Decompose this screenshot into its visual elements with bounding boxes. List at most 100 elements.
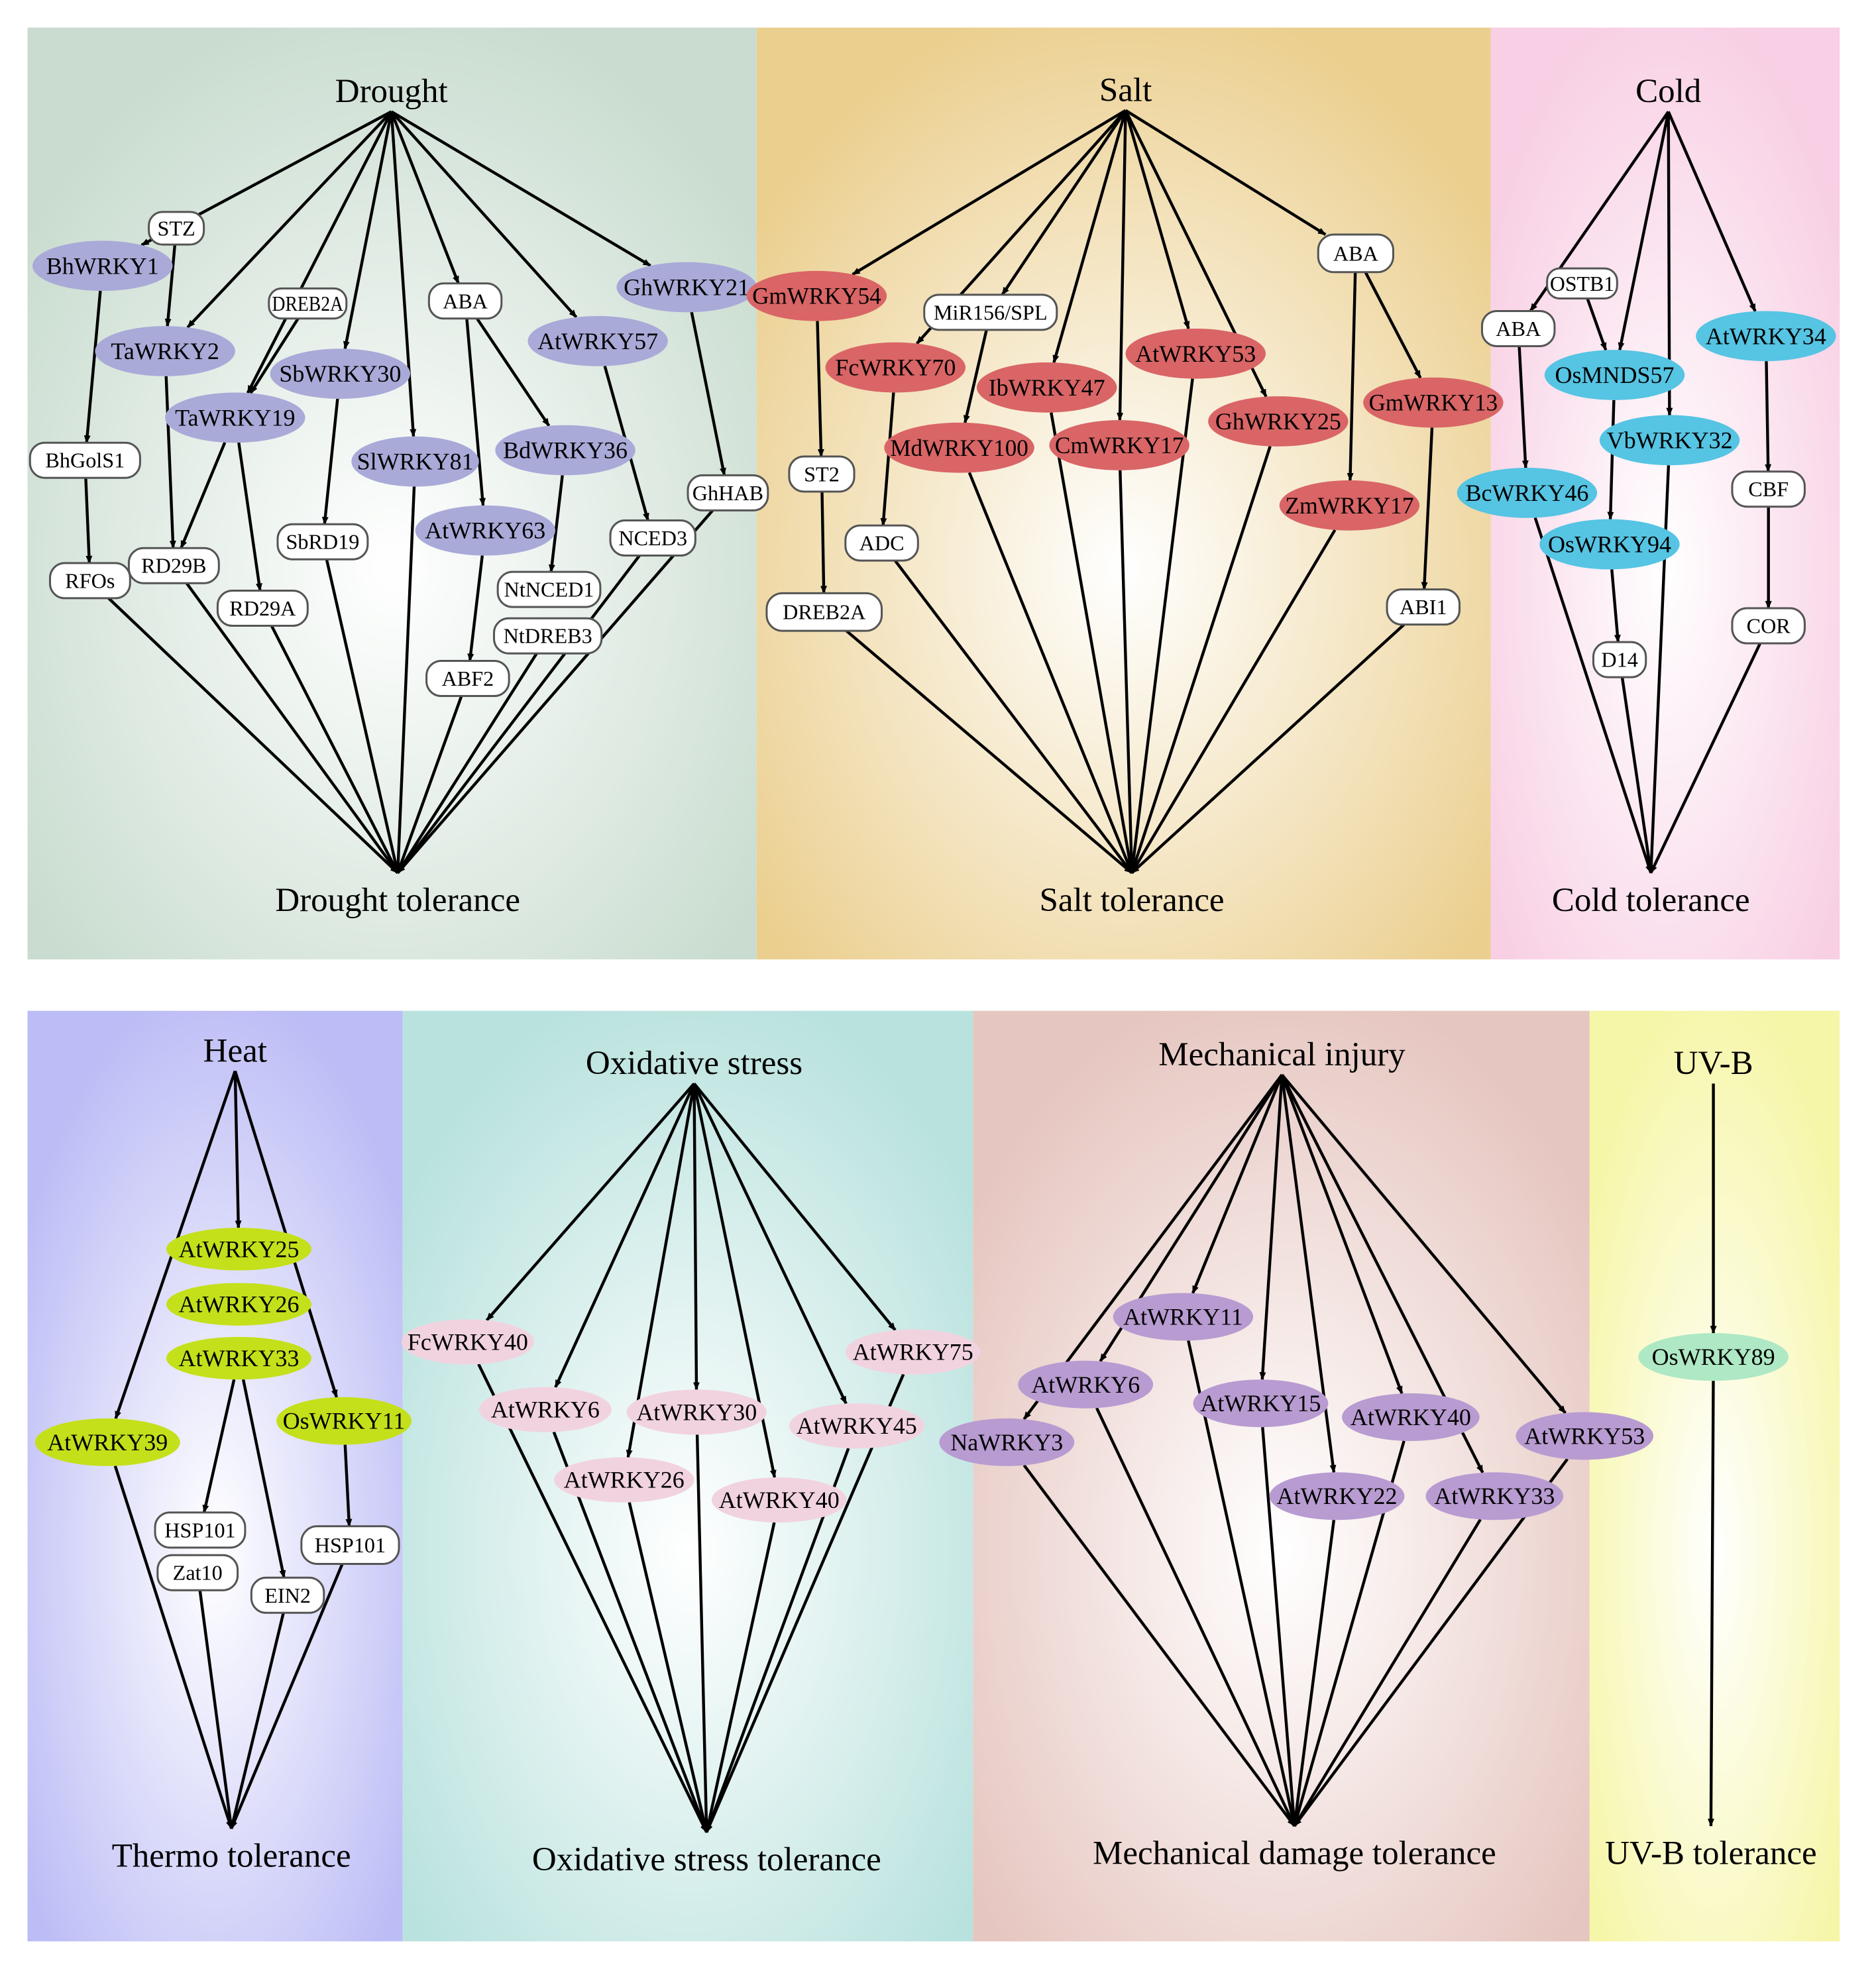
arrow-edge [180, 441, 227, 549]
gene-box [788, 455, 855, 493]
node-label: DREB2A [272, 292, 343, 315]
gene-box [765, 592, 883, 632]
node-rfos: RFOs [48, 562, 131, 600]
arrow-edge [1618, 111, 1670, 351]
node-atwrky57: AtWRKY57 [527, 316, 668, 366]
stress-label-uvb: UV-B [1674, 1045, 1753, 1082]
node-atwrky22: AtWRKY22 [1269, 1472, 1405, 1521]
node-tawrky19: TaWRKY19 [165, 392, 305, 443]
node-mdwrky100: MdWRKY100 [884, 422, 1034, 473]
node-ibwrky47: IbWRKY47 [977, 362, 1117, 413]
arrow-edge [548, 475, 564, 573]
gene-ellipse [616, 262, 757, 313]
node-hsp101-a: HSP101 [154, 1511, 247, 1549]
gene-ellipse [478, 1387, 612, 1432]
arrow-edge [893, 559, 1133, 874]
node-nced3: NCED3 [609, 519, 696, 557]
arrow-edge [396, 509, 714, 874]
node-bhwrky1: BhWRKY1 [32, 241, 173, 292]
gene-box [1731, 470, 1806, 508]
gene-ellipse [401, 1319, 534, 1365]
node-atwrky26-h: AtWRKY26 [166, 1283, 311, 1326]
gene-ellipse [1342, 1393, 1480, 1441]
gene-ellipse [32, 241, 173, 292]
gene-ellipse [34, 1418, 180, 1466]
node-label: ABA [1333, 241, 1379, 265]
node-label: BhGolS1 [45, 449, 125, 472]
arrow-edge [343, 1444, 353, 1527]
arrow-edge [396, 695, 463, 874]
arrow-edge [1765, 361, 1772, 472]
node-label: AtWRKY6 [1031, 1371, 1140, 1398]
arrow-edge [467, 555, 484, 662]
arrow-edge [1125, 109, 1327, 236]
node-atwrky11: AtWRKY11 [1113, 1293, 1254, 1341]
gene-ellipse [1208, 396, 1349, 447]
node-label: SbRD19 [286, 530, 359, 554]
gene-box [923, 294, 1058, 331]
arrow-edge [1001, 109, 1127, 296]
gene-box [154, 1511, 247, 1549]
tolerance-label-mechanical: Mechanical damage tolerance [1093, 1835, 1496, 1872]
gene-ellipse [711, 1477, 847, 1523]
gene-ellipse [1457, 468, 1598, 518]
gene-box [844, 524, 919, 562]
gene-ellipse [1638, 1333, 1789, 1381]
arrow-edge [1620, 676, 1653, 874]
node-atwrky15: AtWRKY15 [1193, 1379, 1329, 1428]
gene-box [300, 1525, 400, 1565]
node-label: AtWRKY45 [797, 1413, 917, 1439]
arrow-edge [390, 111, 578, 319]
node-label: AtWRKY40 [1351, 1404, 1471, 1430]
node-oswrky94: OsWRKY94 [1539, 519, 1680, 570]
arrow-edge [1022, 1464, 1296, 1827]
node-label: OsWRKY94 [1548, 531, 1671, 558]
arrow-edges [83, 109, 1772, 1833]
arrow-edge [692, 1083, 700, 1391]
node-label: MiR156/SPL [934, 300, 1048, 324]
arrow-edge [552, 1431, 708, 1833]
gene-ellipse [1425, 1472, 1564, 1521]
panel-heat-background [27, 1010, 403, 1942]
gene-ellipse [495, 425, 635, 476]
gene-ellipse [746, 270, 887, 321]
gene-box [1480, 309, 1556, 347]
gene-ellipse [166, 1336, 311, 1380]
gene-box [216, 590, 309, 627]
arrow-edge [390, 111, 460, 284]
node-label: BdWRKY36 [503, 437, 628, 464]
node-gmwrky13: GmWRKY13 [1363, 377, 1504, 428]
gene-ellipse [1279, 480, 1420, 531]
node-slwrky81: SlWRKY81 [351, 436, 479, 487]
arrow-edge [1095, 1407, 1296, 1827]
node-nawrky3: NaWRKY3 [939, 1418, 1075, 1466]
gene-box [28, 441, 141, 479]
node-dreb2a-s: DREB2A [765, 592, 883, 632]
gene-ellipse [1269, 1472, 1405, 1521]
arrow-edge [1707, 1381, 1715, 1827]
gene-ellipse [977, 362, 1117, 413]
arrow-edge [186, 110, 393, 329]
arrow-edge [628, 1502, 708, 1833]
node-sbrd19: SbRD19 [276, 523, 369, 561]
gene-ellipse [1049, 420, 1189, 470]
tolerance-label-salt: Salt tolerance [1040, 882, 1225, 919]
node-label: AtWRKY33 [1434, 1483, 1555, 1509]
arrow-edge [690, 311, 726, 476]
arrow-edge [1293, 1458, 1569, 1827]
gene-ellipse [165, 392, 305, 443]
stress-label-salt: Salt [1099, 72, 1152, 109]
node-rd29b: RD29B [127, 547, 220, 584]
arrow-edge [246, 111, 393, 394]
stress-label-drought: Drought [335, 73, 448, 110]
node-ntnced1: NtNCED1 [496, 570, 602, 608]
node-label: MdWRKY100 [890, 435, 1028, 461]
node-atwrky6-m: AtWRKY6 [1018, 1360, 1154, 1409]
node-label: AtWRKY15 [1200, 1390, 1321, 1417]
arrow-edge [1607, 400, 1616, 520]
arrow-edge [1364, 271, 1422, 379]
node-zmwrky17: ZmWRKY17 [1279, 480, 1420, 531]
node-label: AtWRKY33 [178, 1345, 299, 1371]
